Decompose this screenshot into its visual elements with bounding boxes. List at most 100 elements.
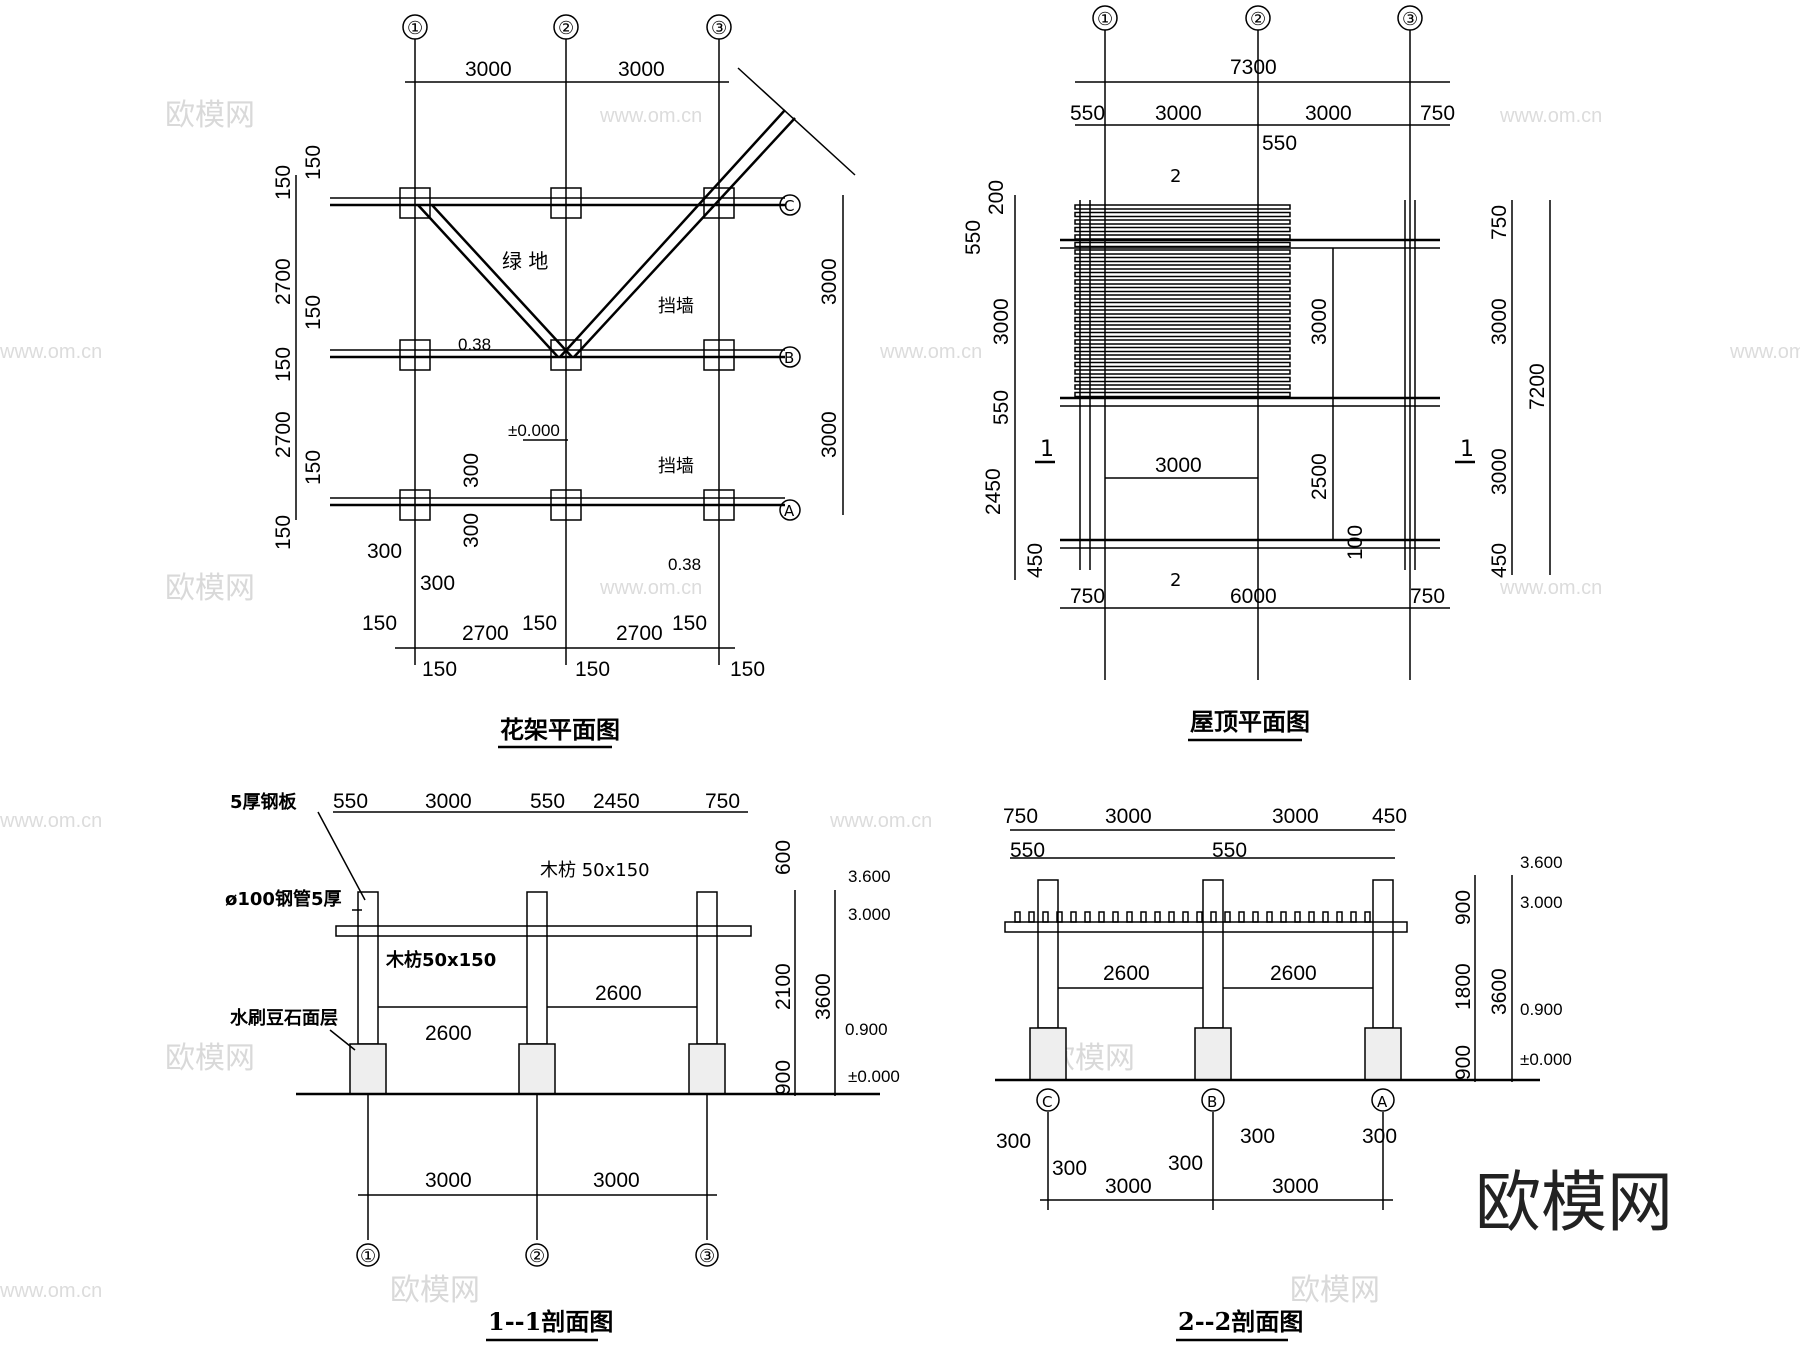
section-mark-1-right: 1: [1460, 437, 1474, 462]
section-slat: [1252, 911, 1259, 923]
watermark-2: 欧模网: [165, 571, 255, 606]
roof-dim-bottom-1: 750: [1070, 585, 1105, 608]
dim-bottom2-2: 150: [575, 658, 610, 681]
section-slat: [1042, 911, 1049, 923]
roof-slat: [1074, 294, 1291, 300]
s1-dim-bottom-1: 3000: [425, 1169, 472, 1192]
roof-slat: [1074, 271, 1291, 278]
section-slat: [1238, 911, 1245, 923]
s1-elev-2: 3.000: [848, 905, 891, 924]
section-slat: [1182, 911, 1189, 923]
dim-bottom-4: 2700: [616, 622, 663, 645]
dim-left-7: 150: [302, 450, 325, 485]
section-slat: [1196, 911, 1203, 923]
section-slat: [1308, 911, 1315, 923]
s2-inner-1: 2600: [1103, 962, 1150, 985]
roof-plan: ① ② ③ 7300 550 3000 3000 750 550 2 2 1 1: [962, 5, 1551, 742]
grid-label-1: ①: [407, 18, 423, 39]
roof-dim-right-1: 750: [1488, 205, 1511, 240]
roof-dim-left-3: 3000: [990, 298, 1013, 345]
grid-bubble-A: [779, 499, 801, 521]
roof-slat: [1074, 204, 1291, 210]
s2-small-3: 300: [1168, 1152, 1203, 1175]
roof-slat: [1074, 286, 1291, 293]
grid-bubble-B: [779, 346, 801, 368]
roof-slat: [1074, 219, 1291, 225]
roof-dim-top-4: 750: [1420, 102, 1455, 125]
s2-dim-top-6: 550: [1212, 839, 1247, 862]
s1-elev-1: 3.600: [848, 867, 891, 886]
watermark-site-3: www.om.cn: [0, 341, 102, 363]
s1-label-steel-pipe: ø100钢管5厚: [225, 888, 341, 910]
roof-dim-total: 7300: [1230, 56, 1277, 79]
title-section-1: 1--1剖面图: [488, 1307, 613, 1336]
s2-elev-2: 3.000: [1520, 893, 1563, 912]
s2-dim-top-3: 3000: [1272, 805, 1319, 828]
dim-left-6: 2700: [272, 411, 295, 458]
dim-small-4: 300: [420, 572, 455, 595]
roof-dim-right-4: 7200: [1526, 363, 1549, 410]
section-1-1: 550 3000 550 2450 750 2600 2600 600 2100…: [225, 790, 900, 1342]
roof-dim-left-5: 2450: [982, 468, 1005, 515]
section-slat: [1084, 911, 1091, 923]
dim-left-3: 2700: [272, 258, 295, 305]
section-slat: [1322, 911, 1329, 923]
s1-height-1: 600: [772, 840, 795, 875]
section-slat: [1140, 911, 1147, 923]
watermark-site-7: www.om.cn: [1499, 577, 1602, 599]
section-slat: [1364, 911, 1371, 923]
watermark-3: 欧模网: [165, 1041, 255, 1076]
s2-grid-B: B: [1207, 1093, 1217, 1111]
s1-dim-top-2: 3000: [425, 790, 472, 813]
s2-dim-top-2: 3000: [1105, 805, 1152, 828]
s2-beam: [1004, 921, 1408, 933]
s1-height-2: 2100: [772, 963, 795, 1010]
s2-grid-A: A: [1377, 1093, 1388, 1111]
dim-small-1: 300: [460, 453, 483, 488]
s2-small-2: 300: [1052, 1157, 1087, 1180]
grid-label-2: ②: [558, 18, 574, 39]
s2-grid-C: C: [1042, 1093, 1052, 1111]
label-elev-2: 0.38: [668, 555, 701, 574]
section-slat: [1224, 911, 1231, 923]
s1-label-timber-1: 木枋 50x150: [540, 860, 650, 881]
dim-right-2: 3000: [818, 411, 841, 458]
s2-height-2: 1800: [1452, 963, 1475, 1010]
label-green-area: 绿 地: [502, 249, 548, 273]
dim-bottom-5: 150: [672, 612, 707, 635]
watermark-site-10: www.om.cn: [0, 1280, 102, 1302]
dim-small-2: 300: [460, 513, 483, 548]
roof-dim-top-1: 550: [1070, 102, 1105, 125]
s2-column-1: [1037, 879, 1059, 1029]
section-slat: [1126, 911, 1133, 923]
roof-slat: [1074, 361, 1291, 368]
s1-elev-4: ±0.000: [848, 1067, 900, 1086]
roof-dim-inner-2: 2500: [1308, 453, 1331, 500]
watermark-site-5: www.om.cn: [1729, 341, 1800, 363]
s1-column-1: [357, 891, 379, 1045]
section-slat: [1280, 911, 1287, 923]
title-section-2: 2--2剖面图: [1178, 1307, 1303, 1336]
s2-slat-ticks: [1014, 911, 1371, 923]
watermark-5: 欧模网: [390, 1273, 480, 1308]
section-mark-2-top: 2: [1170, 166, 1181, 187]
dim-bottom-2: 2700: [462, 622, 509, 645]
trellis-plan: ① ② ③ 3000 3000 C B A: [272, 14, 856, 749]
roof-slat: [1074, 316, 1291, 323]
section-slat: [1168, 911, 1175, 923]
section-slat: [1028, 911, 1035, 923]
section-slat: [1112, 911, 1119, 923]
section-slat: [1294, 911, 1301, 923]
grid-bubble-C: [779, 194, 801, 216]
roof-dim-inner-1: 3000: [1155, 454, 1202, 477]
roof-dim-right-2: 3000: [1488, 298, 1511, 345]
roof-slat: [1074, 226, 1291, 233]
dim-small-3: 300: [367, 540, 402, 563]
dim-bottom-3: 150: [522, 612, 557, 635]
dim-top-1: 3000: [465, 58, 512, 81]
s2-height-4: 3600: [1488, 968, 1511, 1015]
section-slat: [1070, 911, 1077, 923]
dim-bottom-1: 150: [362, 612, 397, 635]
label-retaining-wall-2: 挡墙: [658, 456, 694, 477]
dim-top-2: 3000: [618, 58, 665, 81]
